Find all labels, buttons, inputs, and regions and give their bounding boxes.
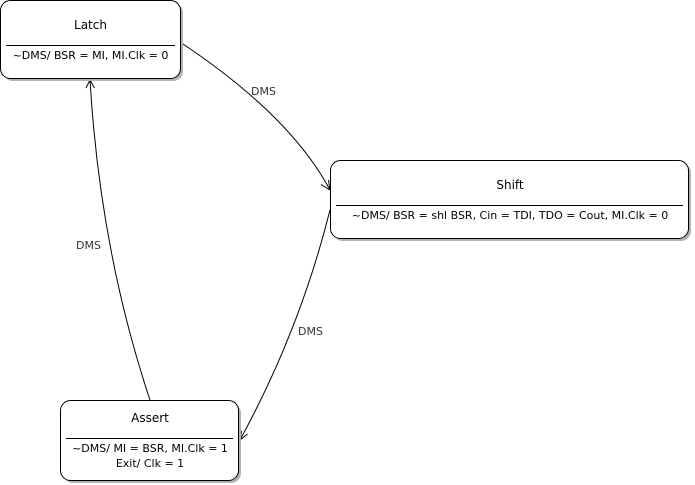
state-shift[interactable]: Shift ~DMS/ BSR = shl BSR, Cin = TDI, TD… [330,160,692,242]
edge-label-assert-latch: DMS [76,239,101,252]
state-action-shift-0: ~DMS/ BSR = shl BSR, Cin = TDI, TDO = Co… [352,209,668,222]
state-action-assert-0: ~DMS/ MI = BSR, MI.Clk = 1 [72,442,228,455]
state-box [60,400,239,481]
state-assert[interactable]: Assert ~DMS/ MI = BSR, MI.Clk = 1 Exit/ … [60,400,242,484]
edge-line-latch-shift [179,41,331,191]
transition-latch-to-shift[interactable]: DMS [179,41,331,191]
edge-label-shift-assert: DMS [298,325,323,338]
state-title-latch: Latch [74,18,107,32]
edge-line-assert-latch [89,79,151,401]
state-latch[interactable]: Latch ~DMS/ BSR = MI, MI.Clk = 0 [0,0,184,82]
state-title-shift: Shift [496,178,524,192]
transition-assert-to-latch[interactable]: DMS [76,78,151,401]
transition-shift-to-assert[interactable]: DMS [239,209,331,442]
edge-line-shift-assert [239,209,331,441]
state-title-assert: Assert [131,411,169,425]
state-action-latch-0: ~DMS/ BSR = MI, MI.Clk = 0 [13,49,169,62]
edge-label-latch-shift: DMS [251,85,276,98]
state-action-assert-1: Exit/ Clk = 1 [116,457,184,470]
state-box [0,0,181,79]
state-box [330,160,689,239]
